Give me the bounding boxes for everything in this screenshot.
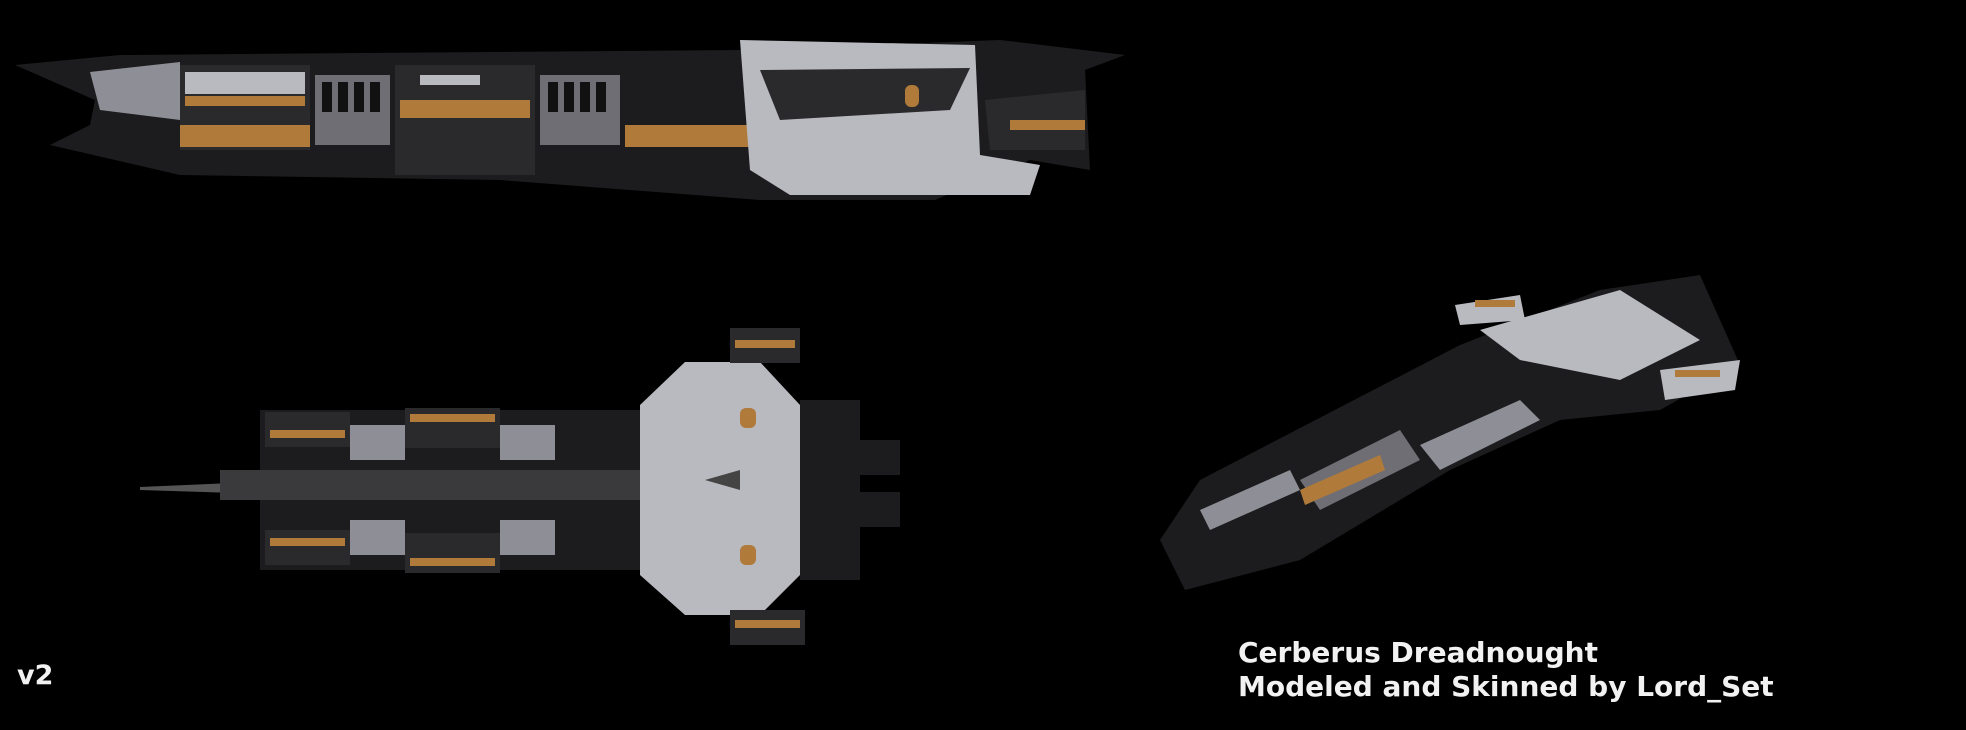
ship-title: Cerberus Dreadnought [1238,636,1598,669]
credits-block: Cerberus Dreadnought Modeled and Skinned… [1238,636,1774,704]
version-label: v2 [17,660,54,691]
ship-perspective-view [1160,275,1740,590]
author-credit: Modeled and Skinned by Lord_Set [1238,670,1774,703]
ship-side-view [15,40,1125,200]
ship-top-view [140,328,900,645]
